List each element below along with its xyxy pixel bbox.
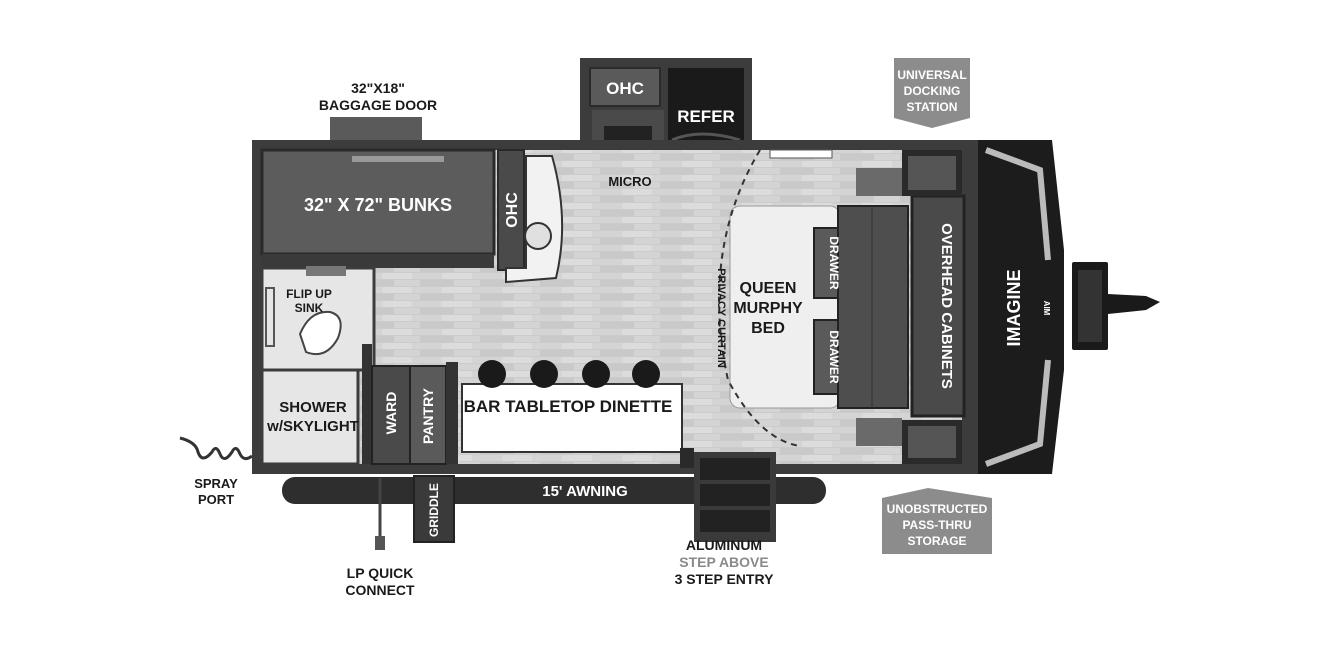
shower (260, 368, 360, 466)
ohc-top-label: OHC (606, 79, 644, 98)
dinette-label: BAR TABLETOP DINETTE (464, 397, 673, 416)
bed-label-3: BED (751, 320, 785, 337)
baggage-door (330, 117, 422, 141)
bunks-label: 32" X 72" BUNKS (304, 195, 452, 215)
docking-label-3: STATION (907, 100, 958, 114)
baggage-size-label: 32"X18" (351, 80, 405, 96)
kitchen-counter (505, 155, 564, 284)
bed-label-2: MURPHY (733, 300, 803, 317)
griddle (413, 475, 455, 543)
griddle-label: GRIDDLE (427, 483, 441, 537)
hitch-coupler (1108, 294, 1160, 314)
storage-callout (882, 488, 992, 554)
bed-label: QUEEN (740, 280, 797, 297)
drawer-bottom-label: DRAWER (827, 330, 841, 384)
refer-label: REFER (677, 107, 735, 126)
flip-sink-label: FLIP UP (286, 287, 332, 301)
shower-label: SHOWER (279, 399, 347, 416)
dinette-table (461, 383, 683, 453)
brand-sub-label: AIM (1042, 301, 1051, 316)
stool-4 (632, 360, 660, 388)
ohc-left-label: OHC (504, 192, 521, 228)
ohc-left-cabinet (497, 149, 525, 271)
step-label: ALUMINUM (686, 537, 762, 553)
bunk-area (260, 148, 496, 256)
spray-port-label-2: PORT (198, 492, 234, 507)
overhead-cabinets (910, 194, 966, 418)
docking-callout (894, 58, 970, 128)
pantry-label: PANTRY (420, 387, 436, 444)
ohc-top-cabinet (589, 67, 661, 107)
brand-label: IMAGINE (1004, 269, 1024, 346)
storage-label-2: PASS-THRU (902, 518, 971, 532)
micro-label: MICRO (608, 174, 651, 189)
docking-label-2: DOCKING (904, 84, 961, 98)
ward-label: WARD (383, 392, 399, 435)
drawer-top-label: DRAWER (827, 236, 841, 290)
lp-connect-label: LP QUICK (347, 565, 414, 581)
stool-3 (582, 360, 610, 388)
awning-label: 15' AWNING (542, 483, 628, 500)
docking-label: UNIVERSAL (897, 68, 966, 82)
spray-port-hose (179, 436, 253, 461)
step-label-3: 3 STEP ENTRY (675, 571, 774, 587)
stool-2 (530, 360, 558, 388)
privacy-curtain-line (718, 149, 801, 447)
lp-connect-label-2: CONNECT (345, 582, 415, 598)
flip-sink-label-2: SINK (295, 301, 324, 315)
shower-label-2: w/SKYLIGHT (266, 418, 359, 435)
privacy-curtain-label: PRIVACY CURTAIN (715, 268, 727, 368)
bed-frame (837, 205, 909, 409)
wardrobe (371, 365, 411, 465)
overhead-label: OVERHEAD CABINETS (938, 223, 955, 389)
toilet (298, 310, 342, 356)
storage-label: UNOBSTRUCTED (887, 502, 988, 516)
step-label-2: STEP ABOVE (679, 554, 768, 570)
storage-label-3: STORAGE (907, 534, 966, 548)
stool-1 (478, 360, 506, 388)
baggage-door-label: BAGGAGE DOOR (319, 97, 437, 113)
spray-port-label: SPRAY (194, 476, 238, 491)
